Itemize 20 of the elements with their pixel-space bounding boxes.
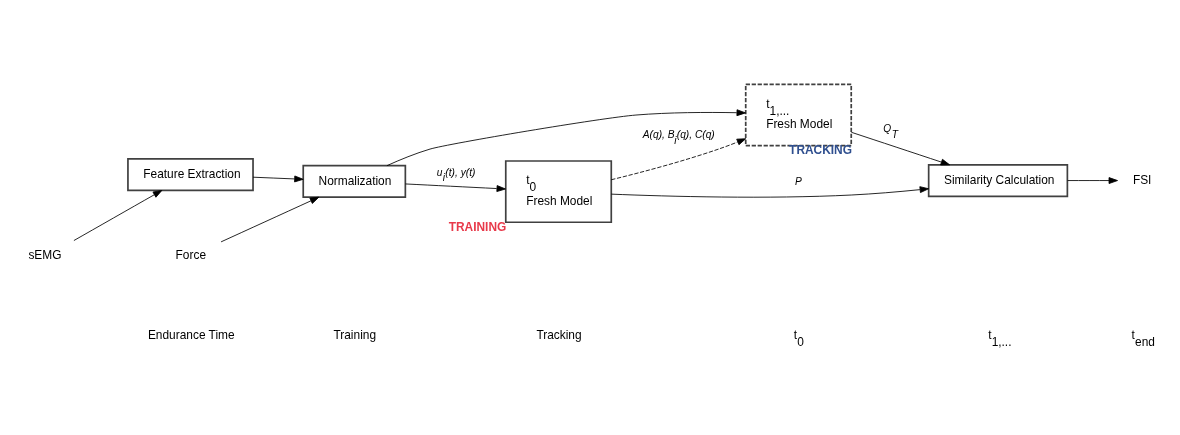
node-text: Force bbox=[175, 247, 207, 262]
arrow bbox=[73, 189, 163, 241]
edge-label: P bbox=[795, 175, 802, 187]
arrow bbox=[220, 196, 320, 242]
label: Endurance Time bbox=[147, 327, 235, 342]
arrow bbox=[1067, 176, 1118, 184]
arrow bbox=[850, 131, 951, 165]
node-text: sEMG bbox=[28, 247, 62, 262]
node-label: TRAINING bbox=[448, 219, 507, 234]
node-box: Normalization bbox=[302, 164, 407, 198]
node-text: FSI bbox=[1132, 172, 1152, 187]
label: Training bbox=[333, 327, 377, 342]
node-box: Feature Extraction bbox=[127, 157, 254, 191]
arrow bbox=[386, 108, 746, 166]
label: Tracking bbox=[536, 327, 582, 342]
arrow bbox=[610, 137, 747, 180]
arrow bbox=[610, 185, 930, 198]
arrow bbox=[252, 175, 304, 182]
arrow bbox=[405, 183, 506, 192]
node-box: Similarity Calculation bbox=[927, 163, 1069, 197]
